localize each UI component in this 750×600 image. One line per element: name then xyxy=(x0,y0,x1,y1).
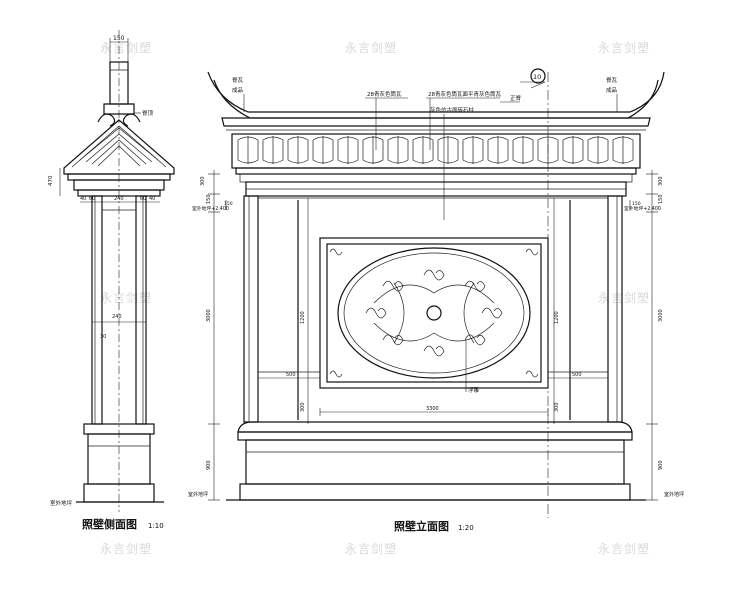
dim-post-center: 240 xyxy=(114,196,124,202)
cloud-scroll xyxy=(329,370,343,378)
dim-center-height: 1200 xyxy=(300,311,306,324)
cloud-scroll xyxy=(329,248,343,256)
callout-ridge-tile: 脊瓦 xyxy=(606,76,618,84)
relief-swirl xyxy=(393,282,405,344)
dim-left-total: 3000 xyxy=(206,309,212,322)
dim-panel-width: 3300 xyxy=(426,406,439,412)
watermark: 永言剑塑 xyxy=(100,541,152,556)
watermarks: 永言剑塑 永言剑塑 永言剑塑 永言剑塑 永言剑塑 永言剑塑 永言剑塑 永言剑塑 xyxy=(100,40,650,556)
label-ridge: 脊顶 xyxy=(142,109,154,117)
relief-swirl xyxy=(382,280,404,292)
left-dimension-chain: 300 150 3000 900 室外地坪+2.400 室外地坪 150 120… xyxy=(188,170,320,501)
label-ground-left: 室外地坪 xyxy=(188,491,208,498)
watermark: 永言剑塑 xyxy=(598,541,650,556)
roof-tile xyxy=(487,136,509,164)
callout-tile-center: 28青灰色筒瓦面平青灰色筒瓦 xyxy=(428,90,501,98)
roof-tile xyxy=(587,136,609,164)
relief-swirl xyxy=(481,307,503,319)
dim-gap: 40 xyxy=(149,196,155,202)
cloud-scroll xyxy=(525,370,539,378)
label-ground-right: 室外地坪 xyxy=(664,491,684,498)
dim-side-spacing: 500 xyxy=(286,372,296,378)
relief-swirl xyxy=(464,280,486,292)
callout-tile-left: 28青灰色筒瓦 xyxy=(367,90,402,98)
callout-relief: 浮雕 xyxy=(468,386,480,394)
roof-tile xyxy=(562,136,584,164)
dim-right-lower: 300 xyxy=(554,402,560,412)
relief-swirl xyxy=(382,334,404,346)
level-marker: 10 xyxy=(533,73,541,81)
dragon-relief xyxy=(329,248,539,378)
roof-tile xyxy=(312,136,334,164)
callout-ridge-tile: 脊瓦 xyxy=(232,76,244,84)
label-ground: 室外地坪 xyxy=(50,499,73,507)
roof-tile xyxy=(412,136,434,164)
dim-right-total: 3000 xyxy=(658,309,664,322)
cloud-scroll xyxy=(525,248,539,256)
dim-gap: 40 xyxy=(80,196,86,202)
dim-base-height: 900 xyxy=(206,460,212,470)
dim-left-lower: 300 xyxy=(300,402,306,412)
roof-tile xyxy=(462,136,484,164)
relief-swirl xyxy=(373,322,495,342)
dim-side-spacing: 500 xyxy=(572,372,582,378)
roof-tile xyxy=(512,136,534,164)
side-view-scale: 1:10 xyxy=(148,522,164,530)
callout-ridge-finish: 成品 xyxy=(606,86,618,94)
front-view-scale: 1:20 xyxy=(458,524,474,532)
roof-tile xyxy=(337,136,359,164)
relief-swirl xyxy=(373,284,495,304)
relief-swirl xyxy=(423,345,445,357)
roof-tile xyxy=(387,136,409,164)
dim-right-level: 150 xyxy=(632,201,641,207)
roof-tile-row xyxy=(237,136,634,164)
dim-right-center: 1200 xyxy=(554,311,560,324)
dim-right-elev: 室外地坪+2.400 xyxy=(624,205,661,212)
callout-tile-edge: 正脊 xyxy=(510,94,522,102)
relief-swirl xyxy=(423,269,445,281)
right-dimension-chain: 300 150 3000 900 室外地坪+2.400 室外地坪 150 120… xyxy=(548,170,684,501)
dim-roof-height: 470 xyxy=(48,175,54,186)
watermark: 永言剑塑 xyxy=(100,40,152,55)
dim-left-level: 150 xyxy=(224,201,233,207)
roof-tile xyxy=(612,136,634,164)
callout-ridge-finish: 成品 xyxy=(232,86,244,94)
watermark: 永言剑塑 xyxy=(598,290,650,305)
watermark: 永言剑塑 xyxy=(345,541,397,556)
relief-swirl xyxy=(365,307,387,319)
dim-right-level: 150 xyxy=(658,194,664,204)
roof-tile xyxy=(437,136,459,164)
watermark: 永言剑塑 xyxy=(100,290,152,305)
relief-swirl xyxy=(463,282,475,344)
watermark: 永言剑塑 xyxy=(345,40,397,55)
dim-left-level: 300 xyxy=(200,176,206,186)
dim-left-elev: 室外地坪+2.400 xyxy=(192,205,229,212)
callout-panel-top: 灰色仿古面砖石柱 xyxy=(430,106,475,114)
dim-right-level: 300 xyxy=(658,176,664,186)
side-view: 150 脊顶 470 40 60 240 60 40 xyxy=(48,30,175,531)
roof-tile xyxy=(362,136,384,164)
relief-swirl xyxy=(464,334,486,346)
roof-tile xyxy=(237,136,259,164)
roof-tile xyxy=(287,136,309,164)
side-view-title: 照壁侧面图 xyxy=(82,517,137,531)
roof-tile xyxy=(262,136,284,164)
roof-tile xyxy=(537,136,559,164)
relief-pearl xyxy=(426,305,442,321)
dim-mid-width: 240 xyxy=(112,314,122,320)
watermark: 永言剑塑 xyxy=(598,40,650,55)
dim-left-level: 150 xyxy=(206,194,212,204)
front-view-title: 照壁立面图 xyxy=(394,519,449,533)
dim-base-height: 900 xyxy=(658,460,664,470)
front-view: 脊瓦 成品 脊瓦 成品 28青灰色筒瓦 28青灰色筒瓦面平青灰色筒瓦 正脊 灰色… xyxy=(188,68,684,533)
dim-top-width: 150 xyxy=(113,35,125,42)
dim-mid-side: 30 xyxy=(100,334,106,340)
